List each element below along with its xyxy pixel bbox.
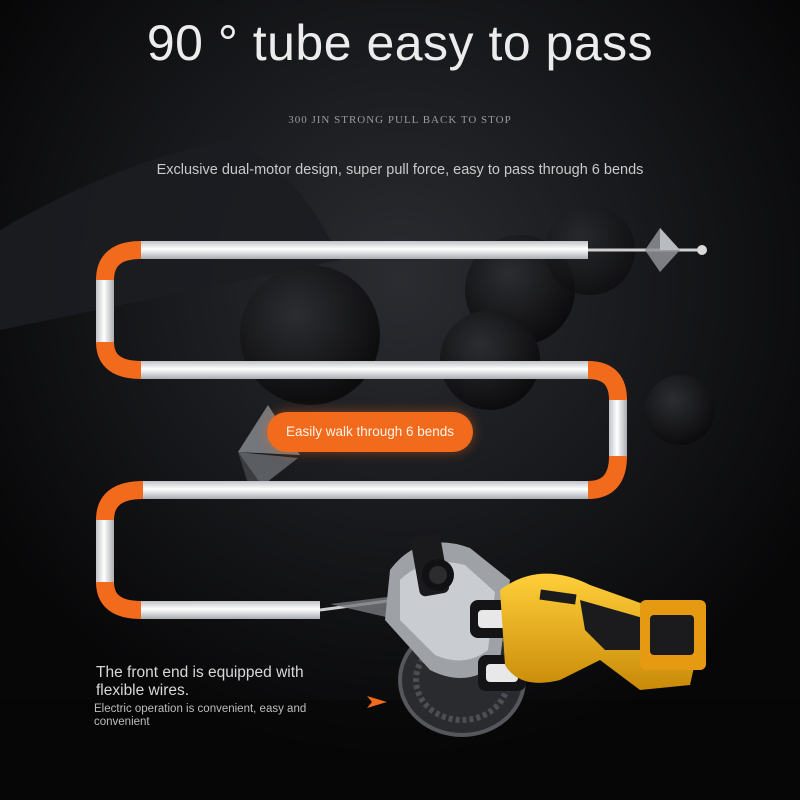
description: Exclusive dual-motor design, super pull … xyxy=(156,162,644,178)
orange-arrow-icon xyxy=(367,696,387,708)
bends-badge: Easily walk through 6 bends xyxy=(267,412,473,452)
tagline: 300 JIN STRONG PULL BACK TO STOP xyxy=(288,114,512,126)
feature-heading: The front end is equipped with flexible … xyxy=(96,664,304,699)
feature-detail: Electric operation is convenient, easy a… xyxy=(94,703,307,728)
cable-pulling-tool xyxy=(385,533,706,737)
page-title: 90 ° tube easy to pass xyxy=(146,15,654,71)
spear-tip-icon xyxy=(645,228,707,272)
tube-segment xyxy=(140,241,588,259)
